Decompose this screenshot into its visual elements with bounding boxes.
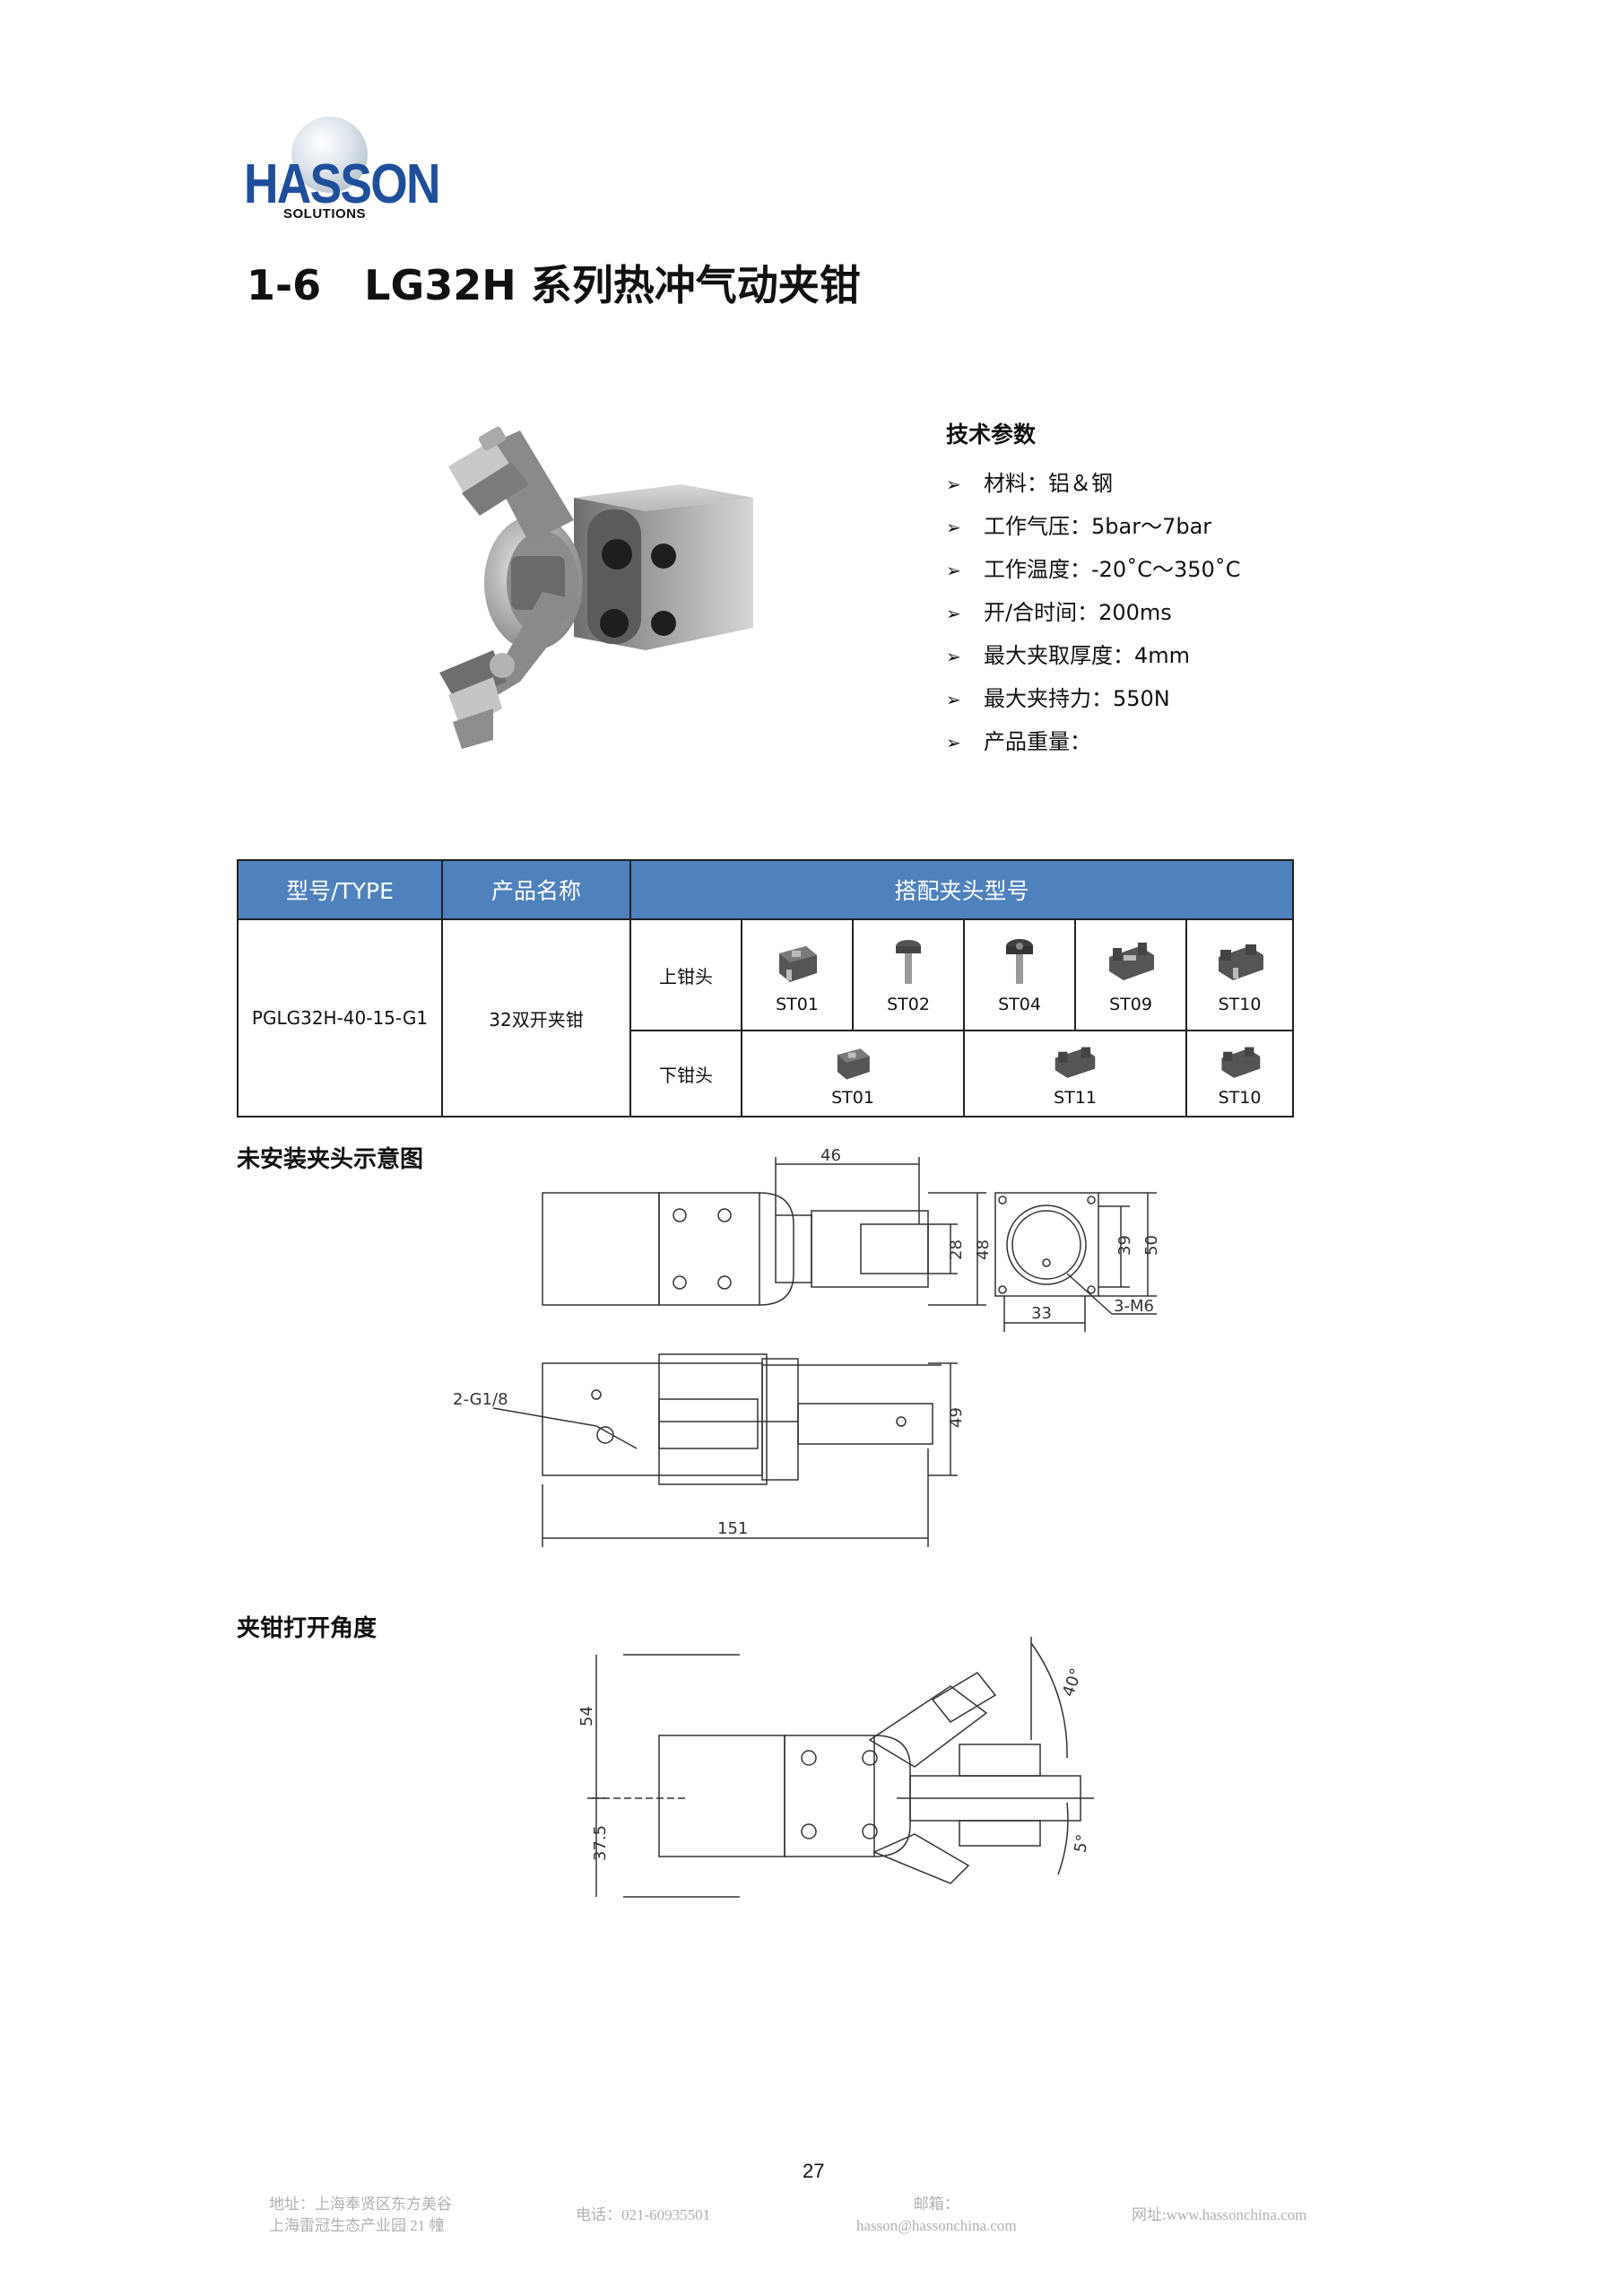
- jaw-label: ST09: [1109, 995, 1152, 1014]
- arrow-bullet-icon: ➢: [946, 603, 961, 624]
- upper-jaw-label: 上钳头: [629, 918, 742, 1031]
- spec-item: ➢ 产品重量：: [946, 720, 1241, 763]
- footer-email-block: 邮箱： hasson@hassonchina.com: [856, 2194, 1017, 2237]
- product-name-cell: 32双开夹钳: [441, 918, 631, 1118]
- footer-phone: 电话：021-60935501: [576, 2206, 711, 2223]
- angle-5: 5°: [1071, 1833, 1092, 1855]
- jaw-label: ST11: [1054, 1088, 1097, 1108]
- jaw-label: ST02: [887, 995, 930, 1014]
- jaw-st09-icon: [1109, 943, 1154, 980]
- col-header-jaw-models: 搭配夹头型号: [629, 859, 1294, 920]
- jaw-cell: ST02: [852, 918, 965, 1031]
- arrow-bullet-icon: ➢: [946, 517, 961, 538]
- spec-text: 最大夹持力：550N: [984, 686, 1170, 711]
- angle-40: 40°: [1059, 1665, 1087, 1699]
- jaw-cell: ST01: [741, 1030, 965, 1118]
- footer-address: 地址：上海奉贤区东方美谷 上海雷冠生态产业园 21 幢: [269, 2194, 452, 2237]
- tech-specs: 技术参数 ➢ 材料：铝＆钢 ➢ 工作气压：5bar～7bar ➢ 工作温度：-20˚C…: [946, 417, 1241, 763]
- page-title: 1-6 LG32H 系列热冲气动夹钳: [247, 261, 861, 309]
- jaw-cell: ST04: [963, 918, 1076, 1031]
- jaw-cell: ST01: [741, 918, 854, 1031]
- dim-39: 39: [1115, 1235, 1134, 1256]
- gripper-product-image: [439, 426, 753, 749]
- footer-website[interactable]: 网址:www.hassonchina.com: [1132, 2206, 1307, 2223]
- model-cell: PGLG32H-40-15-G1: [237, 918, 443, 1118]
- col-header-product-name: 产品名称: [441, 859, 631, 920]
- jaw-st01-icon: [837, 1048, 870, 1080]
- spec-text: 产品重量：: [984, 729, 1091, 754]
- company-logo: HASSON SOLUTIONS: [242, 117, 441, 222]
- dim-m6: 3-M6: [1114, 1297, 1154, 1316]
- dim-151: 151: [717, 1519, 748, 1538]
- jaw-st01-icon: [779, 946, 817, 982]
- dim-37-5: 37.5: [591, 1825, 610, 1861]
- logo-tagline: SOLUTIONS: [283, 206, 367, 222]
- footer-email[interactable]: hasson@hassonchina.com: [856, 2217, 1017, 2234]
- jaw-cell: ST10: [1185, 1030, 1294, 1118]
- jaw-label: ST10: [1218, 995, 1262, 1014]
- arrow-bullet-icon: ➢: [946, 689, 961, 710]
- spec-item: ➢ 材料：铝＆钢: [946, 462, 1241, 505]
- spec-item: ➢ 最大夹取厚度：4mm: [946, 634, 1241, 677]
- spec-item: ➢ 工作温度：-20˚C～350˚C: [946, 548, 1241, 591]
- dim-g18: 2-G1/8: [453, 1390, 508, 1409]
- dim-49: 49: [947, 1407, 966, 1428]
- specs-heading: 技术参数: [946, 422, 1037, 448]
- dim-50: 50: [1142, 1235, 1161, 1256]
- spec-text: 材料：铝＆钢: [984, 471, 1113, 496]
- footer-email-label: 邮箱：: [913, 2196, 959, 2213]
- spec-item: ➢ 开/合时间：200ms: [946, 591, 1241, 634]
- dim-54: 54: [577, 1706, 596, 1726]
- dim-48: 48: [974, 1239, 993, 1260]
- jaw-label: ST10: [1218, 1088, 1262, 1108]
- diagram-opening-angle-label: 夹钳打开角度: [237, 1615, 378, 1642]
- jaw-cell: ST11: [963, 1030, 1187, 1118]
- lower-jaw-label: 下钳头: [629, 1030, 742, 1118]
- arrow-bullet-icon: ➢: [946, 732, 961, 753]
- page-number: 27: [803, 2160, 825, 2182]
- dim-46: 46: [820, 1146, 841, 1165]
- spec-text: 工作气压：5bar～7bar: [984, 514, 1212, 539]
- arrow-bullet-icon: ➢: [946, 474, 961, 495]
- model-table: 型号/TYPE 产品名称 搭配夹头型号 PGLG32H-40-15-G1 32双…: [237, 859, 1294, 1118]
- logo-wordmark: HASSON: [244, 153, 441, 215]
- opening-angle-drawing: 54 37.5 40° 5°: [577, 1637, 1094, 1898]
- footer-address-line2: 上海雷冠生态产业园 21 幢: [269, 2217, 445, 2234]
- jaw-st04-icon: [1006, 939, 1033, 984]
- jaw-cell: ST09: [1074, 918, 1187, 1031]
- spec-item: ➢ 最大夹持力：550N: [946, 677, 1241, 720]
- jaw-st10-icon: [1218, 944, 1263, 980]
- spec-text: 最大夹取厚度：4mm: [984, 643, 1191, 668]
- footer-address-line1: 地址：上海奉贤区东方美谷: [269, 2196, 452, 2213]
- uninstalled-dimension-drawing: 46 28 48 39 50 33 3-M6 49 151 2-G1/8: [453, 1146, 1161, 1547]
- col-header-type: 型号/TYPE: [237, 859, 443, 920]
- dim-33: 33: [1031, 1304, 1052, 1323]
- jaw-label: ST01: [776, 995, 819, 1014]
- dim-28: 28: [947, 1239, 966, 1260]
- spec-text: 工作温度：-20˚C～350˚C: [984, 557, 1241, 582]
- spec-text: 开/合时间：200ms: [984, 600, 1172, 625]
- jaw-st11-icon: [1055, 1047, 1096, 1078]
- spec-item: ➢ 工作气压：5bar～7bar: [946, 505, 1241, 548]
- arrow-bullet-icon: ➢: [946, 560, 961, 581]
- globe-graphic: [291, 117, 368, 193]
- arrow-bullet-icon: ➢: [946, 646, 961, 667]
- jaw-st02-icon: [896, 940, 921, 984]
- jaw-label: ST01: [831, 1088, 874, 1108]
- jaw-label: ST04: [998, 995, 1041, 1014]
- jaw-st10-icon: [1220, 1047, 1260, 1078]
- diagram-uninstalled-label: 未安装夹头示意图: [237, 1146, 424, 1173]
- jaw-cell: ST10: [1185, 918, 1294, 1031]
